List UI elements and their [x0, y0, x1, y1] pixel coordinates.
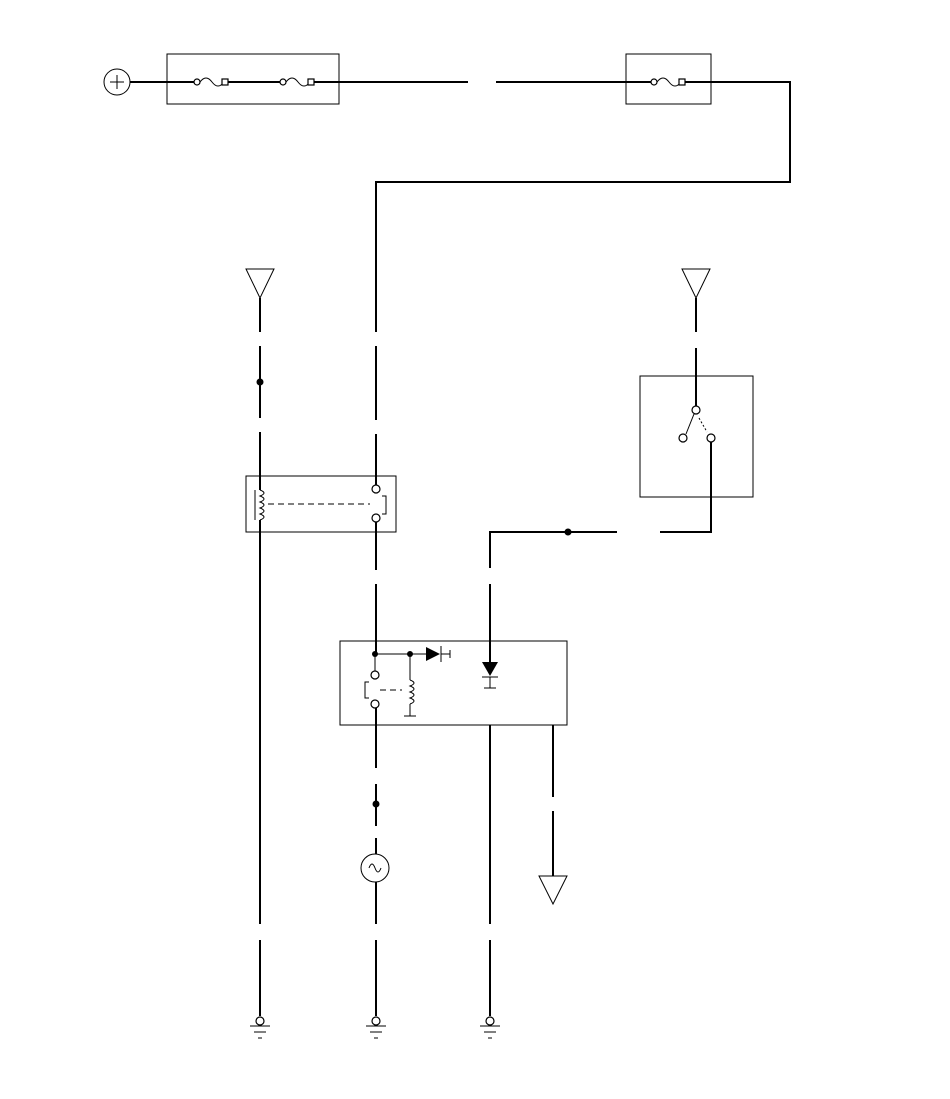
relay-coil-icon: [404, 679, 416, 717]
fuse-box-2: [625, 53, 712, 105]
fuse-icon: [193, 77, 229, 87]
fuse-icon: [279, 77, 315, 87]
relay-contact-icon: [371, 484, 387, 523]
lamp-icon: [360, 853, 390, 883]
diode-icon: [426, 646, 451, 662]
fuse-box-1: [166, 53, 340, 105]
battery-plus-icon: [103, 68, 131, 96]
splice-dot: [372, 800, 380, 808]
ground-icon: [480, 1016, 500, 1039]
supply-arrow-icon: [681, 268, 711, 300]
splice-dot: [564, 528, 572, 536]
ground-icon: [250, 1016, 270, 1039]
supply-arrow-icon: [245, 268, 275, 300]
wire-switch-out: [660, 442, 712, 533]
wire-switch-to-module: [489, 531, 617, 568]
switch-module: [639, 375, 754, 498]
supply-arrow-icon: [538, 875, 568, 906]
wire-feed-to-relay: [375, 81, 791, 332]
diode-icon: [482, 662, 498, 689]
splice-dot: [256, 378, 264, 386]
ground-icon: [366, 1016, 386, 1039]
switch-icon: [678, 405, 716, 443]
relay-contact-icon: [364, 654, 380, 709]
control-module: [339, 640, 568, 726]
relay-1: [245, 475, 397, 533]
relay-coil-icon: [254, 489, 265, 521]
fuse-icon: [650, 77, 686, 87]
